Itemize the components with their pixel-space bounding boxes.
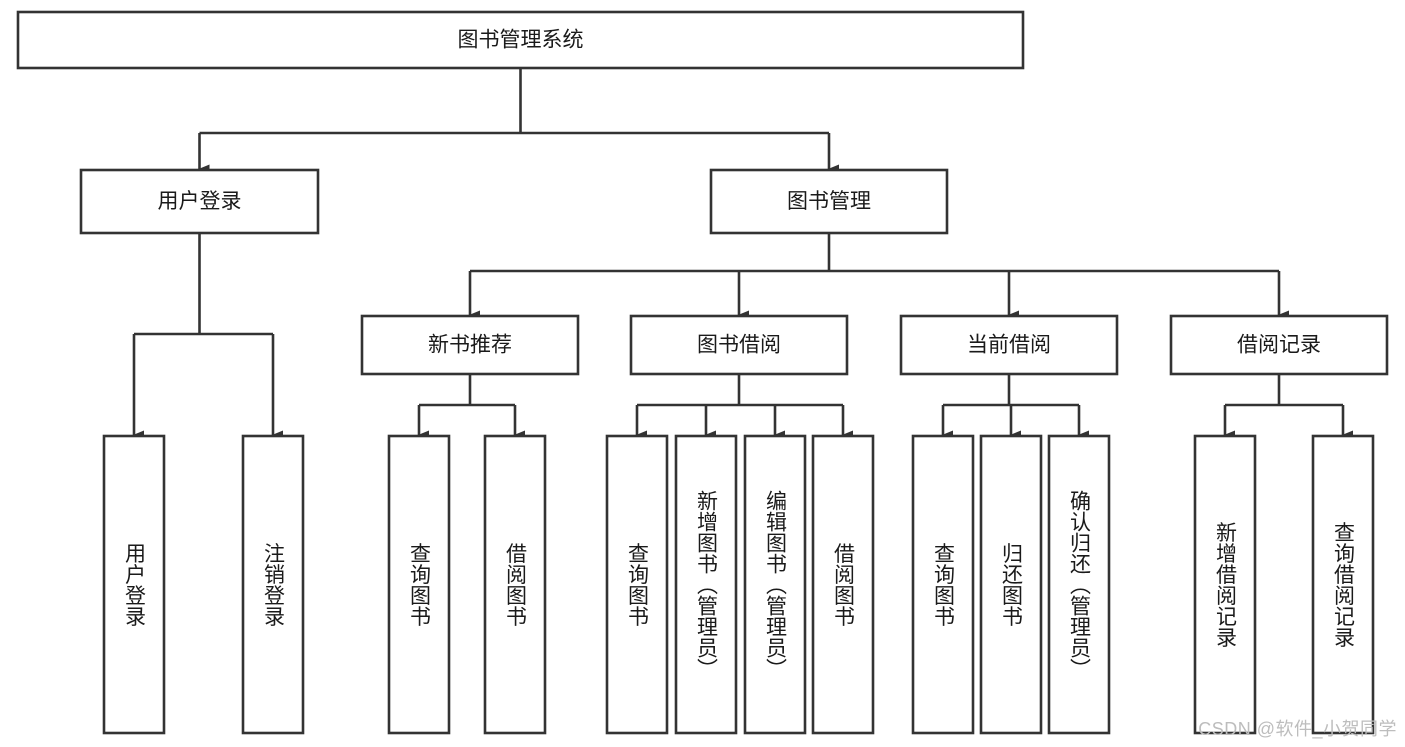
node-label: 注销登录 [262, 543, 286, 627]
node-box [911, 434, 975, 735]
node-label: 新增图书（管理员） [695, 490, 719, 679]
node-box [79, 168, 320, 235]
node-label: 新增借阅记录 [1214, 522, 1238, 648]
node-leaf-query-record[interactable]: 查询借阅记录 [1311, 434, 1375, 735]
node-leaf-return-book[interactable]: 归还图书 [979, 434, 1043, 735]
node-box [709, 168, 949, 235]
node-root[interactable]: 图书管理系统 [16, 10, 1025, 70]
node-box [1169, 314, 1389, 376]
node-user-login[interactable]: 用户登录 [79, 168, 320, 235]
node-box [16, 10, 1025, 70]
node-label: 图书管理系统 [458, 29, 584, 52]
node-label: 借阅图书 [832, 543, 856, 627]
edges-layer [132, 68, 1353, 440]
boxes-layer: 图书管理系统用户登录图书管理新书推荐图书借阅当前借阅借阅记录用户登录注销登录查询… [16, 10, 1389, 735]
node-current-borrow[interactable]: 当前借阅 [899, 314, 1119, 376]
node-leaf-add-record[interactable]: 新增借阅记录 [1193, 434, 1257, 735]
node-label: 借阅图书 [504, 543, 528, 627]
node-leaf-add-book[interactable]: 新增图书（管理员） [674, 434, 738, 735]
node-new-book-recommend[interactable]: 新书推荐 [360, 314, 580, 376]
node-label: 归还图书 [1000, 543, 1024, 627]
node-box [360, 314, 580, 376]
node-label: 新书推荐 [428, 334, 512, 357]
node-label: 查询图书 [932, 543, 956, 627]
node-box [102, 434, 166, 735]
node-label: 编辑图书（管理员） [764, 490, 788, 679]
node-leaf-confirm-return[interactable]: 确认归还（管理员） [1047, 434, 1111, 735]
node-box [1193, 434, 1257, 735]
node-leaf-query-book-rec[interactable]: 查询图书 [387, 434, 451, 735]
node-leaf-borrow-book-rec[interactable]: 借阅图书 [483, 434, 547, 735]
node-box [743, 434, 807, 735]
node-label: 确认归还（管理员） [1068, 490, 1092, 679]
node-box [629, 314, 849, 376]
node-box [387, 434, 451, 735]
node-label: 当前借阅 [967, 334, 1051, 357]
node-label: 查询借阅记录 [1332, 522, 1356, 648]
node-label: 查询图书 [408, 543, 432, 627]
node-borrow-record[interactable]: 借阅记录 [1169, 314, 1389, 376]
node-box [674, 434, 738, 735]
node-label: 用户登录 [123, 543, 147, 627]
node-book-management[interactable]: 图书管理 [709, 168, 949, 235]
node-box [979, 434, 1043, 735]
node-label: 图书借阅 [697, 334, 781, 357]
node-leaf-logout[interactable]: 注销登录 [241, 434, 305, 735]
node-leaf-query-book-borrow[interactable]: 查询图书 [605, 434, 669, 735]
node-label: 借阅记录 [1237, 334, 1321, 357]
node-box [241, 434, 305, 735]
node-box [811, 434, 875, 735]
node-leaf-user-login[interactable]: 用户登录 [102, 434, 166, 735]
node-label: 图书管理 [787, 190, 871, 213]
node-box [899, 314, 1119, 376]
node-leaf-query-book-current[interactable]: 查询图书 [911, 434, 975, 735]
node-box [605, 434, 669, 735]
node-label: 用户登录 [158, 190, 242, 213]
node-box [483, 434, 547, 735]
node-leaf-borrow-book[interactable]: 借阅图书 [811, 434, 875, 735]
node-box [1311, 434, 1375, 735]
node-leaf-edit-book[interactable]: 编辑图书（管理员） [743, 434, 807, 735]
node-book-borrow[interactable]: 图书借阅 [629, 314, 849, 376]
node-label: 查询图书 [626, 543, 650, 627]
node-box [1047, 434, 1111, 735]
